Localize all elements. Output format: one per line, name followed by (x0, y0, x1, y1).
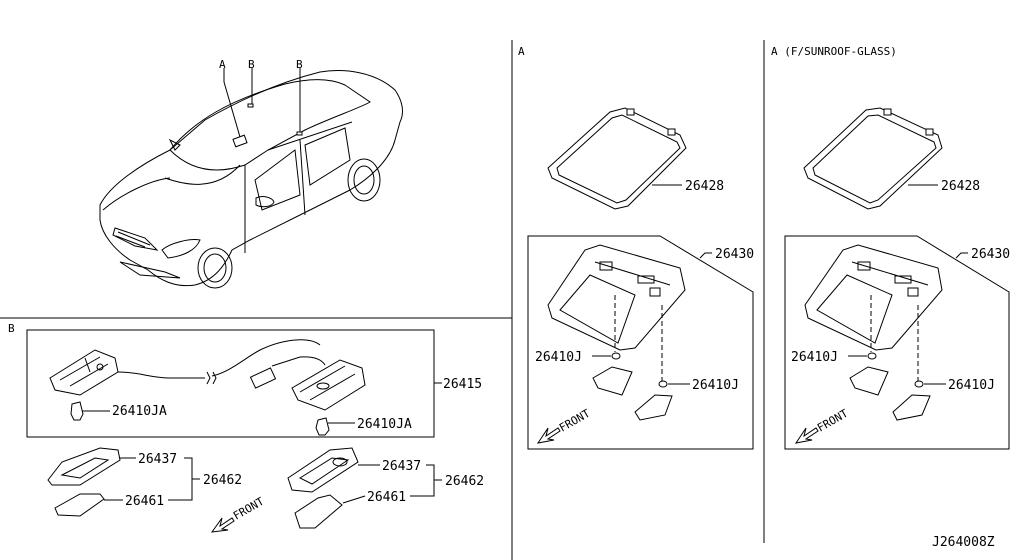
part-label-26461-right: 26461 (367, 490, 406, 505)
part-label-26437-left: 26437 (138, 452, 177, 467)
lens-right (294, 494, 343, 529)
bulb-sunroof-right (914, 380, 924, 388)
harness-connector (249, 367, 277, 389)
part-label-26428-sunroof: 26428 (941, 179, 980, 194)
map-lamp-housing-right (291, 359, 366, 411)
section-b-label: B (8, 322, 15, 335)
callout-b-2: B (296, 58, 303, 71)
bulb-a-left (611, 352, 621, 360)
part-label-26410j-sunroof-right: 26410J (948, 378, 995, 393)
lens-sunroof-right (892, 394, 931, 421)
lens-a-left (592, 366, 633, 396)
part-label-26430-a: 26430 (715, 247, 754, 262)
lamp-body-right (287, 447, 359, 493)
lens-a-right (634, 394, 673, 421)
console-box-sunroof (784, 235, 1010, 450)
diagram-id-code: J264008Z (932, 535, 995, 550)
part-label-26410ja-left: 26410JA (112, 404, 167, 419)
lens-sunroof-left (849, 366, 889, 396)
section-a-sunroof-label: A (F/SUNROOF-GLASS) (771, 45, 897, 58)
front-label-sunroof: FRONT (815, 407, 851, 435)
part-label-26410ja-right: 26410JA (357, 417, 412, 432)
front-label-b: FRONT (231, 495, 267, 523)
console-26430-a (547, 244, 686, 351)
part-label-26410j-a-right: 26410J (692, 378, 739, 393)
lens-left (54, 493, 105, 517)
part-label-26462-right: 26462 (445, 474, 484, 489)
callout-b-1: B (248, 58, 255, 71)
part-label-26410j-sunroof-left: 26410J (791, 350, 838, 365)
part-label-26428-a: 26428 (685, 179, 724, 194)
part-label-26462-left: 26462 (203, 473, 242, 488)
callout-a: A (219, 58, 226, 71)
lamp-body-left (47, 447, 121, 486)
front-arrow-icon-a (536, 427, 561, 444)
harness-wire (117, 339, 321, 379)
map-lamp-housing-left (49, 349, 119, 396)
bulb-right (315, 417, 330, 436)
part-label-26410j-a-left: 26410J (535, 350, 582, 365)
bulb-a-right (658, 380, 668, 388)
front-arrow-icon-b (210, 517, 235, 533)
part-label-26461-left: 26461 (125, 494, 164, 509)
part-label-26430-sunroof: 26430 (971, 247, 1010, 262)
section-a-label: A (518, 45, 525, 58)
bezel-26428-a (547, 107, 687, 210)
console-26430-sunroof (804, 244, 943, 351)
front-arrow-icon-sunroof (794, 427, 819, 444)
bulb-sunroof-left (867, 352, 877, 360)
bezel-26428-sunroof (803, 107, 943, 210)
console-box-a (527, 235, 754, 450)
part-label-26415: 26415 (443, 377, 482, 392)
car-illustration (99, 68, 403, 289)
bulb-left (70, 401, 84, 421)
part-label-26437-right: 26437 (382, 459, 421, 474)
front-label-a: FRONT (557, 407, 593, 435)
